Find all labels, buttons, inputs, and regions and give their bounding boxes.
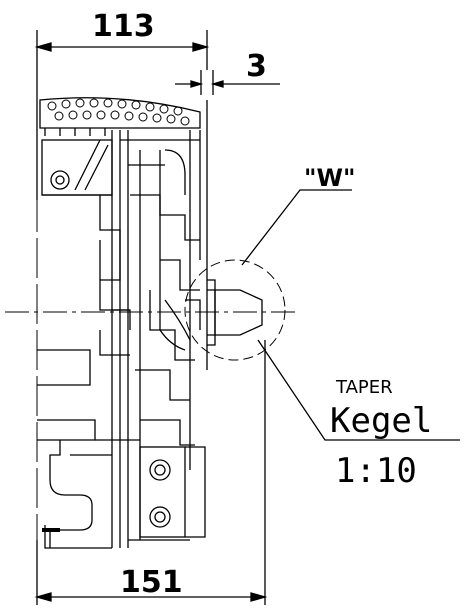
taper-ratio: 1:10 [335, 451, 417, 491]
detail-w-leader [241, 189, 352, 266]
detail-w-circle [184, 259, 286, 361]
taper-english: TAPER [335, 377, 393, 398]
gap-dimension [175, 70, 280, 95]
dim-113-label: 113 [92, 9, 155, 44]
detail-w-label: "W" [304, 164, 355, 192]
lower-left-parts [37, 349, 140, 549]
upper-housing [39, 97, 201, 136]
taper-german: Kegel [330, 401, 432, 441]
taper-leader [257, 339, 460, 441]
lower-right-block [128, 446, 206, 541]
dim-3-label: 3 [246, 49, 267, 84]
bottom-dimension [34, 340, 268, 605]
taper-shaft [207, 279, 263, 346]
left-mechanism [41, 139, 113, 196]
dim-151-label: 151 [120, 565, 183, 600]
main-body [99, 100, 208, 548]
